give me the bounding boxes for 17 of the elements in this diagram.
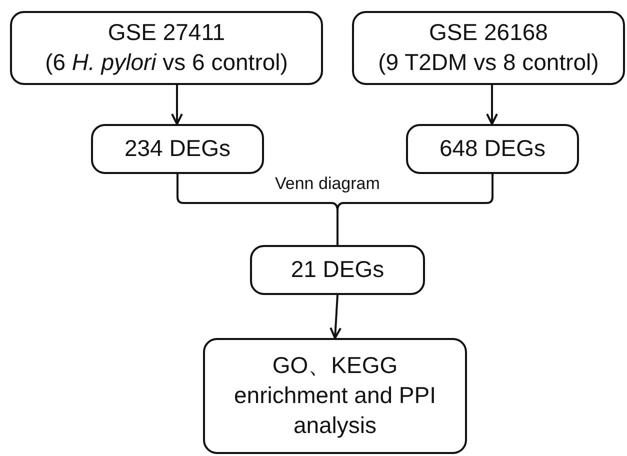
process-box	[352, 11, 625, 85]
box-text: GO、KEGG enrichment and PPI analysis	[232, 351, 437, 440]
process-box	[91, 124, 264, 174]
box-text: GSE 26168	[429, 18, 548, 48]
box-text: (6 H. pylori vs 6 control)	[45, 48, 288, 77]
box-text: 234 DEGs	[124, 134, 231, 164]
connector-arrow	[171, 85, 183, 125]
connector-arrow	[486, 85, 498, 125]
box-text: 21 DEGs	[290, 255, 384, 284]
connector-arrow	[330, 294, 342, 339]
box-text: (9 T2DM vs 8 control)	[378, 48, 599, 77]
box-text: GSE 27411	[108, 18, 226, 48]
process-box	[250, 245, 425, 295]
process-box	[10, 11, 323, 85]
box-text: 648 DEGs	[439, 134, 546, 164]
process-box	[406, 124, 579, 174]
process-box	[203, 338, 467, 454]
